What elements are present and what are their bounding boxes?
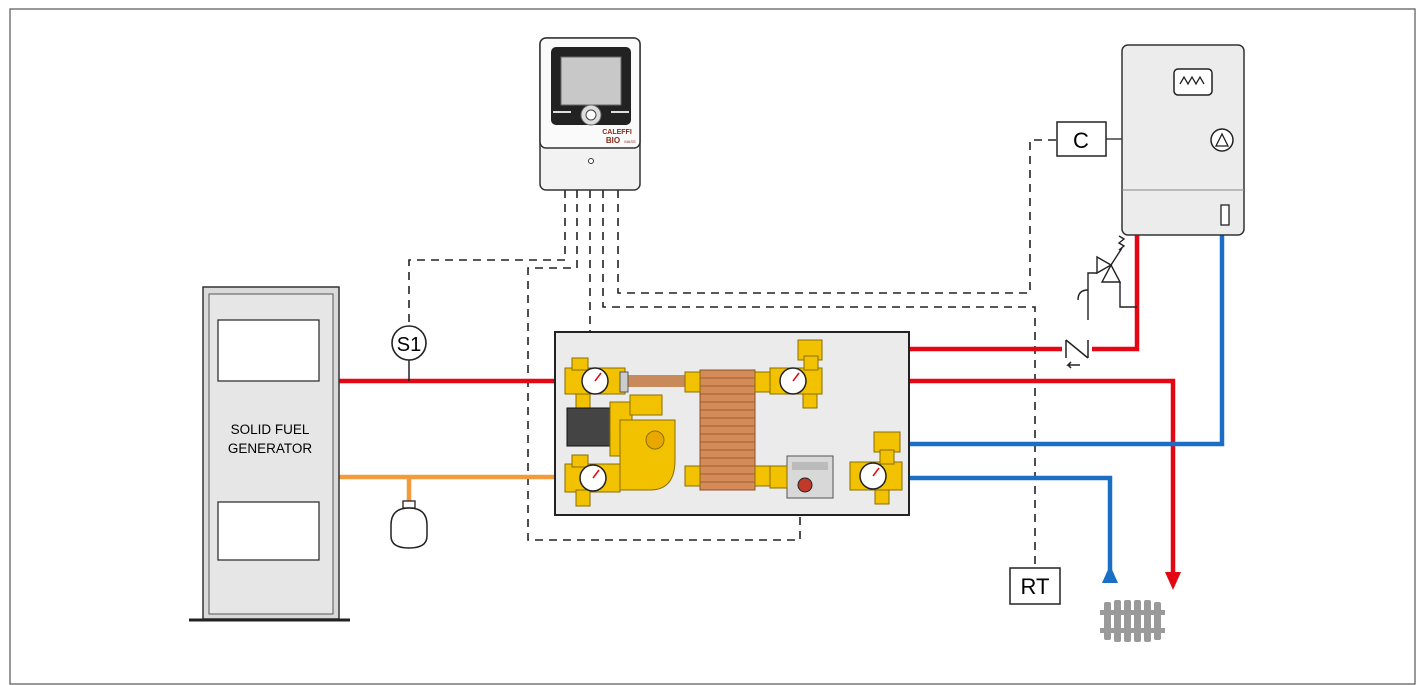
safety-valve-icon bbox=[1077, 235, 1137, 320]
wire-to-pump bbox=[527, 190, 801, 541]
brand-caleffi: CALEFFI bbox=[602, 129, 632, 136]
circulation-pump-icon bbox=[566, 407, 613, 447]
controller-unit: CALEFFI BIO MASS bbox=[539, 37, 641, 191]
s1-label: S1 bbox=[397, 334, 421, 356]
module-knob-icon bbox=[797, 477, 813, 493]
generator-lower-door bbox=[217, 501, 320, 561]
check-valve-icon bbox=[1064, 339, 1090, 369]
wire-to-c bbox=[617, 139, 1057, 294]
rt-label: RT bbox=[1021, 574, 1050, 599]
controller-display bbox=[560, 56, 622, 106]
boiler-pump-icon bbox=[1210, 128, 1234, 152]
backup-boiler bbox=[1121, 44, 1245, 236]
radiator-icon bbox=[1100, 600, 1165, 642]
generator-label-2: GENERATOR bbox=[228, 441, 313, 456]
brand-bio: BIO bbox=[606, 136, 620, 145]
plate-heat-exchanger bbox=[699, 369, 756, 491]
flow-up-arrow bbox=[1102, 565, 1118, 583]
brand-mass: MASS bbox=[624, 139, 636, 144]
exchange-module bbox=[554, 331, 910, 516]
solid-fuel-generator: SOLID FUEL GENERATOR bbox=[189, 286, 350, 622]
generator-upper-door bbox=[217, 319, 320, 382]
diagram-border bbox=[9, 8, 1416, 685]
radiator-flow-pipe bbox=[822, 378, 1176, 575]
expansion-vessel-icon bbox=[390, 500, 428, 549]
c-controller-box: C bbox=[1056, 121, 1122, 157]
room-thermostat: RT bbox=[1009, 567, 1061, 605]
boiler-exchanger-icon bbox=[1173, 68, 1213, 96]
wire-to-s1 bbox=[408, 190, 566, 327]
flow-down-arrow bbox=[1165, 572, 1181, 590]
s1-sensor: S1 bbox=[391, 325, 427, 381]
generator-label-1: SOLID FUEL bbox=[231, 422, 310, 437]
wire-to-rt bbox=[602, 190, 1036, 568]
control-wiring bbox=[408, 139, 1057, 568]
radiator-return-pipe bbox=[900, 475, 1113, 580]
mixing-valve-icon bbox=[619, 419, 676, 491]
c-label: C bbox=[1073, 128, 1089, 153]
